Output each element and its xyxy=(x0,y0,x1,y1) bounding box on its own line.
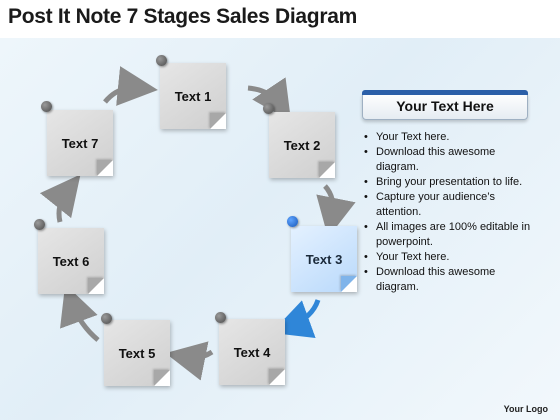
bullet-item: Download this awesome diagram. xyxy=(362,145,537,175)
arrow-5-to-6 xyxy=(60,284,100,342)
stage-note-2: Text 2 xyxy=(269,112,335,178)
stage-note-label: Text 2 xyxy=(283,137,321,153)
pushpin-icon xyxy=(287,216,298,227)
stage-note-label: Text 4 xyxy=(233,344,271,360)
bullet-item: All images are 100% editable in powerpoi… xyxy=(362,220,537,250)
stage-note-label: Text 5 xyxy=(118,345,156,361)
stage-note-label: Text 1 xyxy=(174,88,212,104)
stage-note-label: Text 6 xyxy=(52,253,90,269)
pushpin-icon xyxy=(41,101,52,112)
stage-note-5: Text 5 xyxy=(104,320,170,386)
pushpin-icon xyxy=(156,55,167,66)
bullet-item: Your Text here. xyxy=(362,250,537,265)
stage-note-label: Text 7 xyxy=(61,135,99,151)
panel-header-text: Your Text Here xyxy=(396,98,494,114)
stage-note-1: Text 1 xyxy=(160,63,226,129)
panel-header: Your Text Here xyxy=(362,90,528,120)
pushpin-icon xyxy=(215,312,226,323)
arrow-7-to-1 xyxy=(103,66,158,106)
pushpin-icon xyxy=(101,313,112,324)
bullet-item: Your Text here. xyxy=(362,130,537,145)
pushpin-icon xyxy=(263,103,274,114)
bullet-list: Your Text here. Download this awesome di… xyxy=(362,130,537,295)
arrow-2-to-3 xyxy=(316,184,356,238)
stage-note-7: Text 7 xyxy=(47,110,113,176)
stage-note-4: Text 4 xyxy=(219,319,285,385)
bullet-item: Bring your presentation to life. xyxy=(362,175,537,190)
stage-note-label: Text 3 xyxy=(305,251,343,267)
arrow-6-to-7 xyxy=(39,174,81,223)
logo-text: Your Logo xyxy=(503,404,548,414)
page-title: Post It Note 7 Stages Sales Diagram xyxy=(8,5,357,28)
stage-note-3: Text 3 xyxy=(291,226,357,292)
stage-note-6: Text 6 xyxy=(38,228,104,294)
pushpin-icon xyxy=(34,219,45,230)
arrow-4-to-5 xyxy=(165,341,214,381)
bullet-item: Capture your audience’s attention. xyxy=(362,190,537,220)
arrow-3-to-4 xyxy=(271,299,321,338)
arrow-1-to-2 xyxy=(247,77,292,122)
bullet-item: Download this awesome diagram. xyxy=(362,265,537,295)
